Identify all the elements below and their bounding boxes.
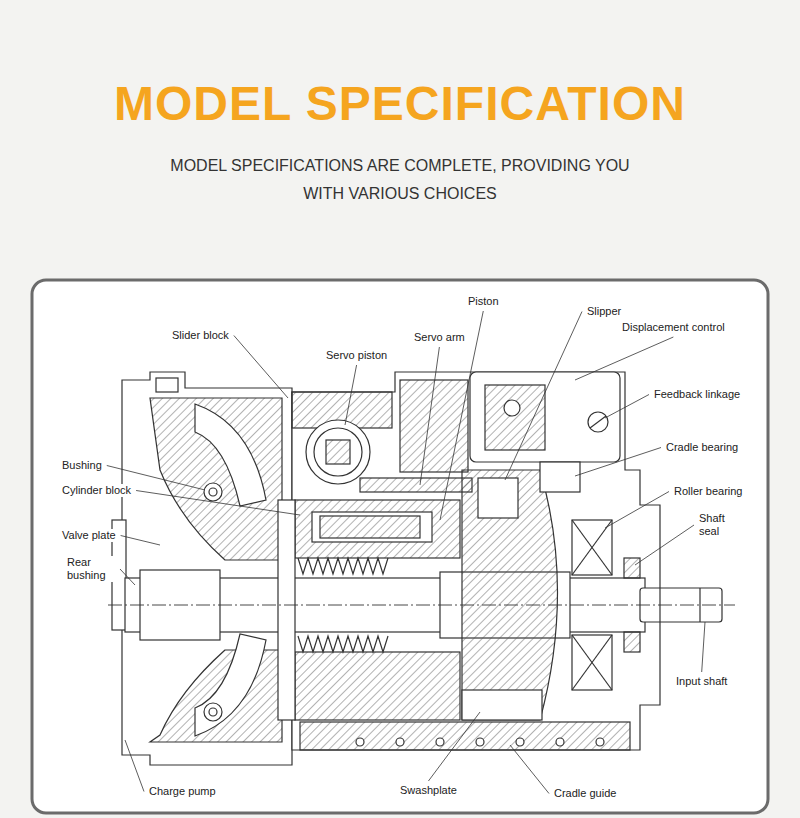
slipper bbox=[478, 478, 518, 518]
guide-bolt bbox=[476, 738, 484, 746]
part-label: Input shaft bbox=[674, 675, 729, 688]
leader-line bbox=[510, 745, 549, 794]
charge-pump-port bbox=[195, 404, 266, 506]
piston-bore bbox=[312, 512, 432, 542]
part-label: Servo arm bbox=[412, 331, 467, 344]
spring bbox=[298, 636, 388, 652]
part-label: Cradle guide bbox=[552, 787, 618, 800]
part-label: Piston bbox=[466, 295, 501, 308]
bolt bbox=[209, 488, 217, 496]
piston bbox=[320, 516, 420, 538]
leader-line bbox=[420, 347, 439, 485]
guide-bolt bbox=[436, 738, 444, 746]
part-label: Slipper bbox=[585, 305, 623, 318]
page-title: MODEL SPECIFICATION bbox=[0, 76, 800, 131]
leader-line bbox=[702, 622, 705, 672]
screw-head bbox=[156, 378, 178, 392]
part-label: Valve plate bbox=[60, 529, 118, 542]
guide-bolt bbox=[356, 738, 364, 746]
guide-bolt bbox=[596, 738, 604, 746]
part-label: Servo piston bbox=[324, 349, 389, 362]
guide-bolt bbox=[556, 738, 564, 746]
page-subtitle: MODEL SPECIFICATIONS ARE COMPLETE, PROVI… bbox=[170, 152, 630, 208]
end-cap-section bbox=[150, 398, 282, 560]
spline bbox=[699, 588, 700, 622]
leader-line bbox=[605, 395, 649, 419]
servo-arm bbox=[360, 478, 472, 492]
bolt bbox=[204, 483, 222, 501]
spring bbox=[298, 558, 388, 574]
leader-line bbox=[136, 491, 300, 516]
servo-housing bbox=[400, 380, 468, 472]
control-screw bbox=[588, 412, 608, 432]
center-line bbox=[108, 605, 735, 606]
roller bbox=[572, 520, 612, 575]
leader-lines bbox=[107, 311, 705, 794]
control-block bbox=[470, 372, 620, 462]
leader-line bbox=[428, 712, 480, 781]
charge-pump-port bbox=[195, 634, 266, 736]
part-label: Cradle bearing bbox=[664, 441, 740, 454]
pump-drawing bbox=[108, 372, 735, 765]
part-label: Bushing bbox=[60, 459, 104, 472]
leader-line bbox=[234, 336, 288, 399]
bolt bbox=[204, 703, 222, 721]
end-cap bbox=[122, 372, 292, 765]
roller-bearing bbox=[572, 635, 612, 690]
servo-piston-ring bbox=[314, 428, 362, 476]
roller bbox=[572, 520, 612, 575]
leader-line bbox=[125, 740, 144, 792]
leader-line bbox=[120, 569, 135, 585]
part-label: Roller bearing bbox=[672, 485, 744, 498]
cradle-bearing bbox=[540, 462, 580, 492]
part-label: Shaft seal bbox=[697, 512, 741, 538]
part-label: Rear bushing bbox=[65, 556, 117, 582]
leader-line bbox=[575, 337, 673, 380]
main-housing bbox=[292, 372, 660, 750]
screw-slot bbox=[590, 416, 606, 428]
leader-line bbox=[505, 312, 582, 481]
cylinder-block bbox=[295, 500, 460, 558]
control-plug bbox=[504, 400, 520, 416]
valve-plate bbox=[278, 500, 295, 720]
control-section bbox=[485, 385, 545, 450]
part-label: Swashplate bbox=[398, 784, 459, 797]
leader-line bbox=[605, 492, 669, 529]
guide-bolt bbox=[516, 738, 524, 746]
bolt bbox=[209, 708, 217, 716]
leader-line bbox=[121, 536, 160, 546]
swashplate bbox=[462, 470, 558, 720]
cradle bbox=[462, 690, 542, 720]
leader-line bbox=[575, 448, 661, 477]
slider-block-part bbox=[326, 440, 350, 464]
part-label: Cylinder block bbox=[60, 484, 133, 497]
cylinder-block bbox=[295, 652, 460, 720]
part-label: Feedback linkage bbox=[652, 388, 742, 401]
housing-wall bbox=[300, 722, 630, 750]
roller bbox=[572, 635, 612, 690]
part-label: Slider block bbox=[170, 329, 231, 342]
part-label: Charge pump bbox=[147, 785, 218, 798]
leader-line bbox=[635, 525, 694, 565]
part-label: Displacement control bbox=[620, 321, 727, 334]
shaft-seal bbox=[624, 558, 640, 578]
guide-bolt bbox=[396, 738, 404, 746]
servo-piston bbox=[306, 420, 370, 484]
leader-line bbox=[345, 365, 357, 425]
roller-bearing bbox=[572, 520, 612, 575]
roller bbox=[572, 635, 612, 690]
shaft-seal bbox=[624, 632, 640, 652]
frame-panel bbox=[32, 280, 768, 813]
